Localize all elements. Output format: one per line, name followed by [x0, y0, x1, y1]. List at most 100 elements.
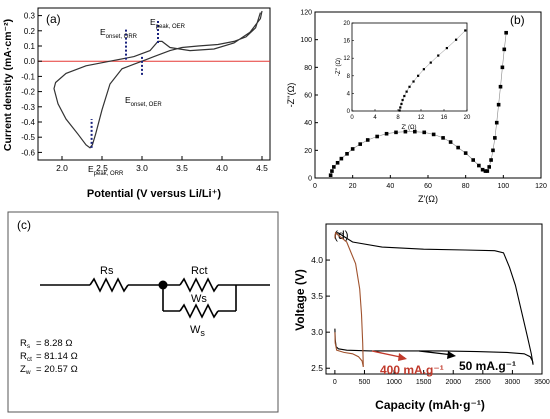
y-tick-label: 40	[304, 120, 312, 127]
impedance-point	[394, 130, 398, 135]
inset-x-tick-label: 16	[441, 115, 448, 121]
peak-orr-label: Epeak, ORR	[88, 164, 124, 177]
x-tick-label: 3500	[534, 379, 550, 386]
y-tick-label: 80	[304, 65, 312, 72]
impedance-point	[330, 169, 334, 173]
panel-b-label: (b)	[510, 13, 525, 27]
warburg-ws-zigzag	[179, 303, 219, 319]
panel-d-xlabel: Capacity (mAh·g⁻¹)	[375, 398, 485, 412]
y-tick-label: -0.4	[21, 118, 35, 127]
inset-impedance-point	[412, 80, 415, 83]
impedance-point	[422, 130, 427, 135]
y-tick-label: 100	[300, 37, 312, 44]
fit-value-zw: Zw= 20.57 Ω	[20, 364, 78, 376]
inset-x-tick-label: 12	[418, 115, 425, 121]
label-ws: Ws	[191, 293, 207, 305]
inset-impedance-point	[422, 68, 425, 71]
impedance-point	[339, 156, 344, 161]
panel-d-y-ticks: 2.53.03.54.0	[311, 255, 330, 373]
x-tick-label: 40	[386, 183, 394, 190]
y-tick-label: 120	[300, 10, 312, 17]
impedance-point	[375, 134, 379, 139]
inset-impedance-point	[398, 109, 401, 112]
y-tick-label: -0.5	[21, 133, 35, 142]
impedance-point	[448, 140, 453, 144]
y-tick-label: 0.1	[24, 42, 36, 51]
x-tick-label: 2.5	[96, 163, 108, 173]
x-tick-label: 3.0	[136, 163, 148, 173]
y-tick-label: 4.0	[311, 255, 323, 265]
x-tick-label: 3.5	[176, 163, 188, 173]
label-rs: Rs	[100, 265, 114, 277]
inset-impedance-point	[399, 106, 402, 109]
impedance-point	[413, 129, 417, 134]
x-tick-label: 4.0	[216, 163, 228, 173]
impedance-point	[350, 147, 355, 151]
resistor-rs-zigzag	[89, 277, 129, 293]
panel-c-label: (c)	[17, 218, 31, 232]
inset-x-tick-label: 0	[350, 115, 354, 121]
inset-y-tick-label: 4	[347, 91, 351, 97]
impedance-point	[487, 165, 492, 169]
x-tick-label: 1500	[416, 379, 432, 386]
inset-y-tick-label: 20	[343, 21, 350, 27]
impedance-point	[431, 132, 436, 137]
y-tick-label: 3.0	[311, 327, 323, 337]
y-tick-label: 60	[304, 93, 312, 100]
panel-a-frame	[37, 7, 271, 161]
x-tick-label: 60	[424, 183, 432, 190]
panel-a-xlabel: Potential (V versus Li/Li⁺)	[87, 188, 222, 200]
impedance-point	[489, 158, 493, 162]
impedance-point	[328, 173, 333, 178]
inset-impedance-point	[405, 90, 408, 93]
panel-a-cv-curve	[53, 10, 263, 149]
impedance-point	[504, 30, 508, 35]
panel-a-y-ticks: -0.6-0.5-0.4-0.3-0.2-0.10.00.10.20.3	[21, 12, 42, 157]
inset-impedance-point	[437, 54, 440, 57]
panel-d-frame	[325, 223, 543, 375]
impedance-point	[358, 142, 362, 146]
impedance-point	[493, 136, 497, 140]
x-tick-label: 2500	[475, 379, 491, 386]
curve-400-charge	[334, 231, 364, 367]
fit-value-rs: Rs= 8.28 Ω	[20, 338, 72, 350]
x-tick-label: 2.0	[56, 163, 68, 173]
inset-y-tick-label: 16	[343, 39, 350, 45]
impedance-point	[463, 151, 468, 155]
circuit-node	[158, 280, 168, 290]
x-tick-label: 2000	[445, 379, 461, 386]
impedance-point	[480, 167, 485, 172]
y-tick-label: -0.2	[21, 88, 35, 97]
impedance-point	[456, 145, 460, 150]
y-tick-label: 0.2	[24, 27, 36, 36]
onset-orr-label: Eonset, ORR	[100, 27, 138, 40]
panel-d-curves	[334, 231, 534, 367]
impedance-point	[441, 136, 445, 140]
impedance-point	[491, 148, 495, 153]
y-tick-label: 2.5	[311, 363, 323, 373]
inset-y-tick-label: 0	[347, 109, 351, 115]
inset-impedance-point	[445, 46, 448, 50]
x-tick-label: 3000	[505, 379, 521, 386]
svg-text:Ws: Ws	[190, 324, 205, 338]
inset-y-tick-label: 8	[347, 74, 351, 80]
inset-impedance-point	[417, 74, 420, 77]
impedance-point	[485, 169, 490, 173]
x-tick-label: 0	[313, 183, 317, 190]
impedance-point	[496, 102, 501, 107]
panel-c-frame	[7, 211, 279, 413]
annotation-50: 50 mA.g⁻¹	[459, 359, 516, 373]
inset-x-tick-label: 4	[373, 115, 377, 121]
panel-a-ylabel: Current density (mA·cm⁻²)	[2, 19, 14, 151]
inset-x-tick-label: 20	[464, 115, 471, 121]
